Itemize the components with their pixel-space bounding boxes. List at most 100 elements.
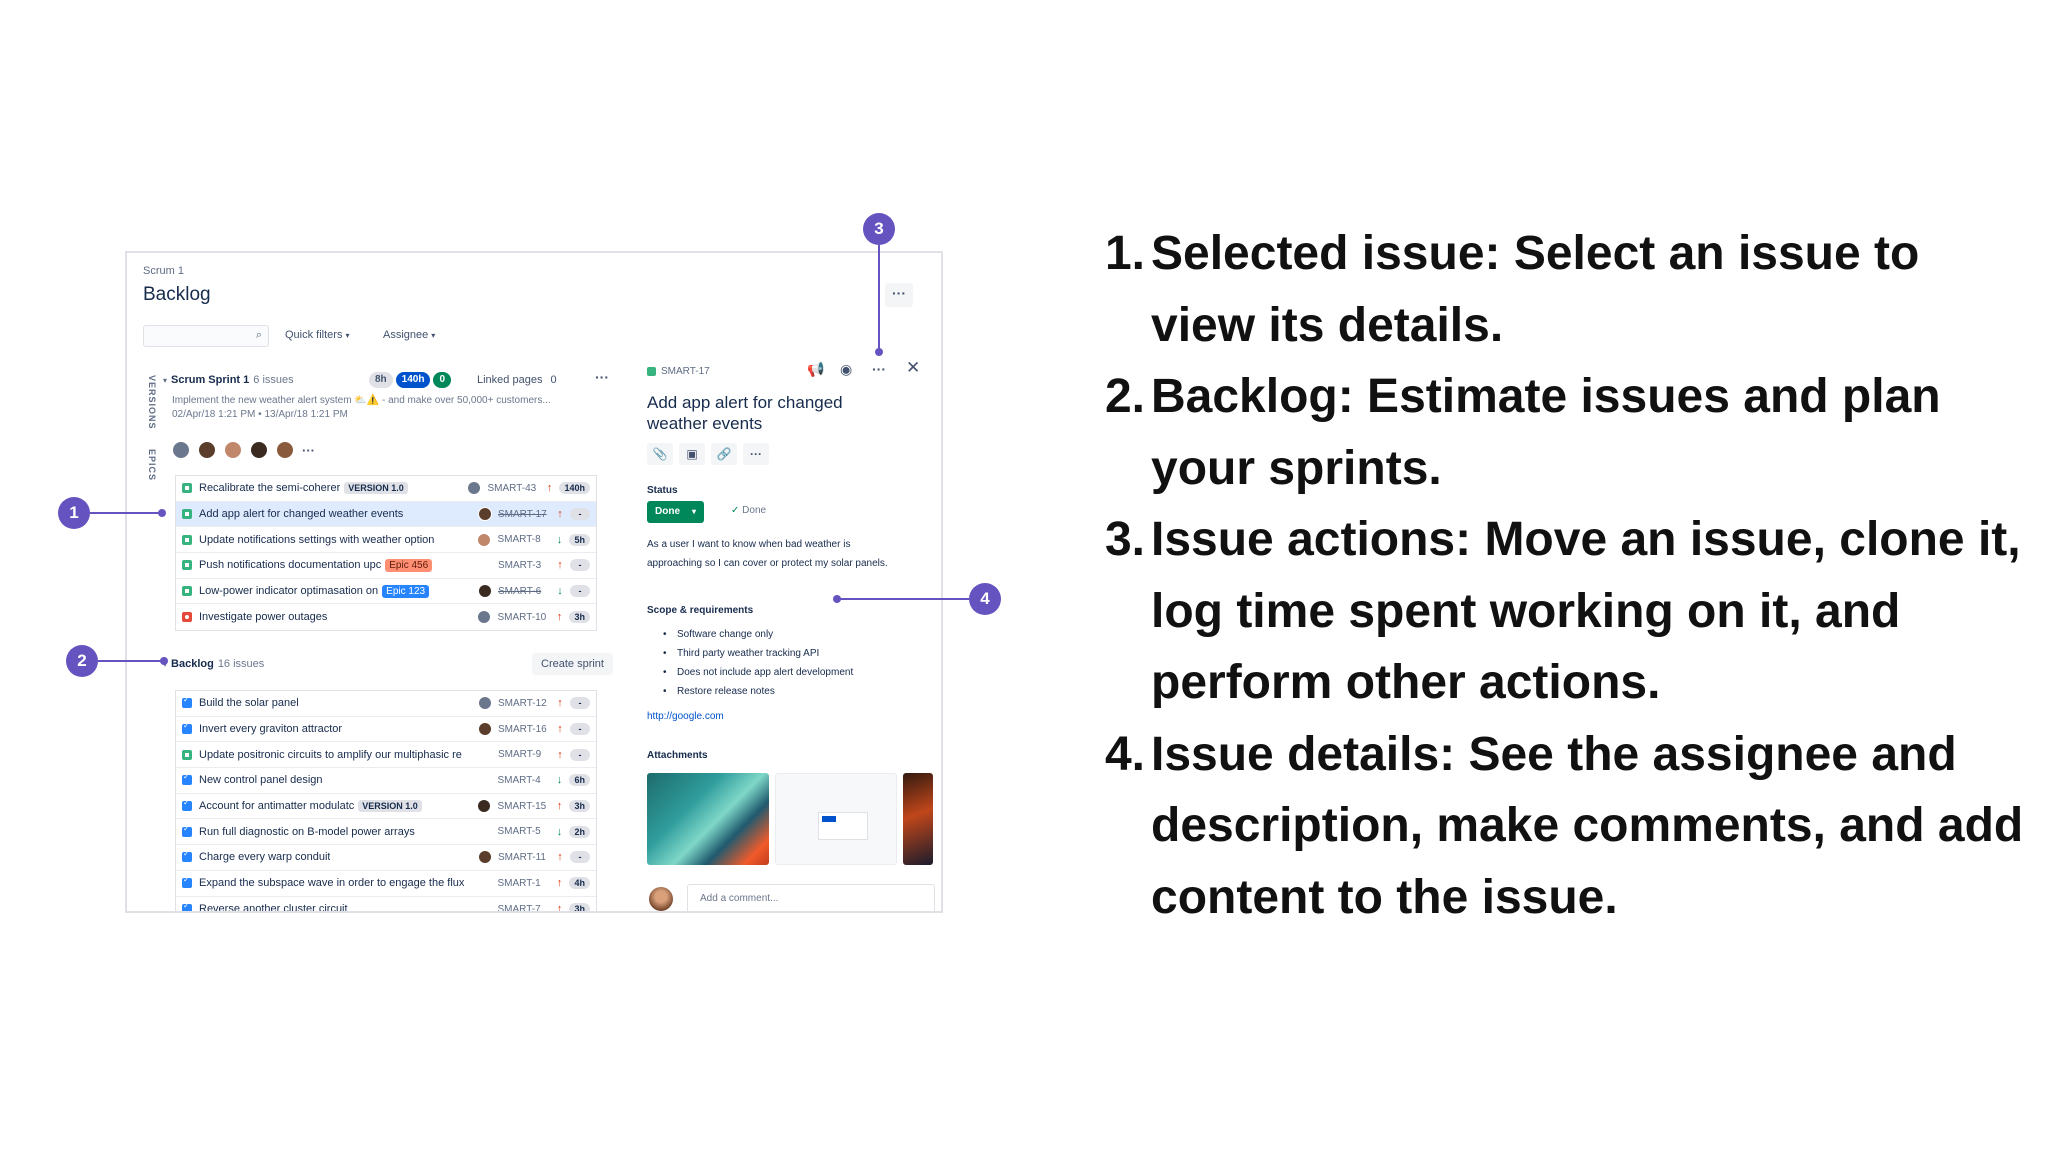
external-link[interactable]: http://google.com [647, 711, 724, 722]
priority-low-icon: ↓ [556, 825, 563, 838]
avatar[interactable] [478, 696, 492, 711]
avatar[interactable] [276, 441, 294, 459]
issue-row[interactable]: Reverse another cluster circuitSMART-7↑3… [176, 896, 596, 913]
scope-item: Does not include app alert development [647, 663, 927, 682]
close-icon[interactable]: ✕ [906, 358, 921, 377]
more-avatars-icon[interactable]: ··· [302, 442, 315, 458]
attachment-image[interactable] [647, 773, 769, 865]
avatar[interactable] [250, 441, 268, 459]
note-number: 3. [1104, 513, 1145, 566]
issue-row[interactable]: Add app alert for changed weather events… [176, 501, 596, 528]
tab-epics[interactable]: EPICS [147, 449, 157, 482]
avatar[interactable] [172, 441, 190, 459]
avatar[interactable] [478, 850, 492, 865]
issue-lozenge[interactable]: VERSION 1.0 [358, 800, 422, 813]
assignee-dropdown[interactable]: Assignee▾ [383, 329, 436, 341]
avatar[interactable] [224, 441, 242, 459]
avatar[interactable] [478, 507, 492, 522]
create-sprint-button[interactable]: Create sprint [532, 653, 613, 675]
attachment-image[interactable] [775, 773, 897, 865]
issue-key[interactable]: SMART-5 [497, 826, 541, 838]
more-icon[interactable]: ··· [743, 443, 769, 465]
task-icon [182, 875, 192, 889]
issue-key[interactable]: SMART-12 [498, 697, 547, 709]
eye-icon[interactable]: ◉ [840, 361, 853, 377]
comment-input[interactable]: Add a comment... [687, 884, 935, 911]
issue-key[interactable]: SMART-10 [497, 611, 547, 623]
issue-row[interactable]: Expand the subspace wave in order to eng… [176, 870, 596, 897]
issue-key[interactable]: SMART-4 [497, 774, 541, 786]
issue-lozenge[interactable]: Epic 123 [382, 584, 430, 598]
callout-4-dot [833, 595, 841, 603]
issue-row[interactable]: Run full diagnostic on B-model power arr… [176, 819, 596, 846]
link-icon[interactable]: 🔗 [711, 443, 737, 465]
priority-high-icon: ↑ [557, 851, 563, 864]
issue-meta: SMART-17↑- [478, 502, 590, 527]
issue-key[interactable]: SMART-16 [498, 723, 547, 735]
issue-row[interactable]: Invert every graviton attractorSMART-16↑… [176, 716, 596, 743]
more-actions-button[interactable]: ··· [885, 283, 913, 307]
estimate-badge: - [570, 748, 590, 761]
attachment-image[interactable] [903, 773, 933, 865]
issue-row[interactable]: Update positronic circuits to amplify ou… [176, 742, 596, 769]
callout-2-dot [160, 657, 168, 665]
issue-key[interactable]: SMART-17 [498, 508, 547, 520]
issue-key[interactable]: SMART-6 [498, 585, 542, 597]
breadcrumb[interactable]: Scrum 1 [143, 265, 184, 277]
issue-key[interactable]: SMART-1 [497, 877, 541, 889]
sprint-name: Scrum Sprint 1 [171, 374, 250, 386]
attach-icon[interactable]: 📎 [647, 443, 673, 465]
issue-key[interactable]: SMART-8 [497, 534, 541, 546]
issue-lozenge[interactable]: VERSION 1.0 [344, 482, 408, 495]
avatar[interactable] [198, 441, 216, 459]
avatar[interactable] [478, 584, 492, 599]
issue-key[interactable]: SMART-17 [647, 366, 710, 377]
estimate-badge: - [570, 585, 590, 598]
story-icon [182, 534, 192, 545]
note-text: Issue details: See the assignee and desc… [1151, 727, 2024, 924]
status-dropdown[interactable]: Done▾ [647, 501, 705, 523]
megaphone-icon[interactable]: 📢 [807, 361, 825, 377]
issue-key[interactable]: SMART-11 [498, 851, 546, 863]
avatar[interactable] [478, 722, 492, 737]
issue-key[interactable]: SMART-15 [497, 800, 547, 812]
note-number: 2. [1104, 370, 1145, 423]
explanation-list: 1.Selected issue: Select an issue to vie… [1085, 218, 2025, 933]
quick-filters-dropdown[interactable]: Quick filters▾ [285, 329, 350, 341]
search-input[interactable]: ⌕ [143, 325, 269, 347]
avatar[interactable] [477, 532, 492, 547]
issue-key[interactable]: SMART-7 [497, 903, 541, 913]
issue-key[interactable]: SMART-3 [498, 559, 542, 571]
issue-row[interactable]: Update notifications settings with weath… [176, 527, 596, 554]
issue-actions-icon[interactable]: ··· [872, 361, 886, 377]
subtask-icon[interactable]: ▣ [679, 443, 705, 465]
priority-high-icon: ↑ [546, 482, 553, 495]
issue-meta: SMART-5↓2h [477, 819, 590, 844]
callout-2: 2 [66, 645, 98, 677]
avatar[interactable] [467, 481, 482, 496]
note-text: Backlog: Estimate issues and plan your s… [1151, 370, 1941, 495]
avatar[interactable] [477, 799, 492, 814]
issue-key[interactable]: SMART-43 [487, 482, 537, 494]
sprint-more-icon[interactable]: ··· [595, 369, 609, 385]
issue-description[interactable]: As a user I want to know when bad weathe… [647, 539, 888, 569]
tab-versions[interactable]: VERSIONS [147, 375, 157, 430]
issue-lozenge[interactable]: Epic 456 [385, 558, 433, 572]
task-icon [182, 772, 192, 786]
issue-title[interactable]: Add app alert for changed weather events [647, 393, 843, 433]
callout-3: 3 [863, 213, 895, 245]
issue-key[interactable]: SMART-9 [498, 749, 542, 761]
avatar[interactable] [477, 610, 492, 625]
issue-meta: SMART-7↑3h [477, 897, 590, 913]
